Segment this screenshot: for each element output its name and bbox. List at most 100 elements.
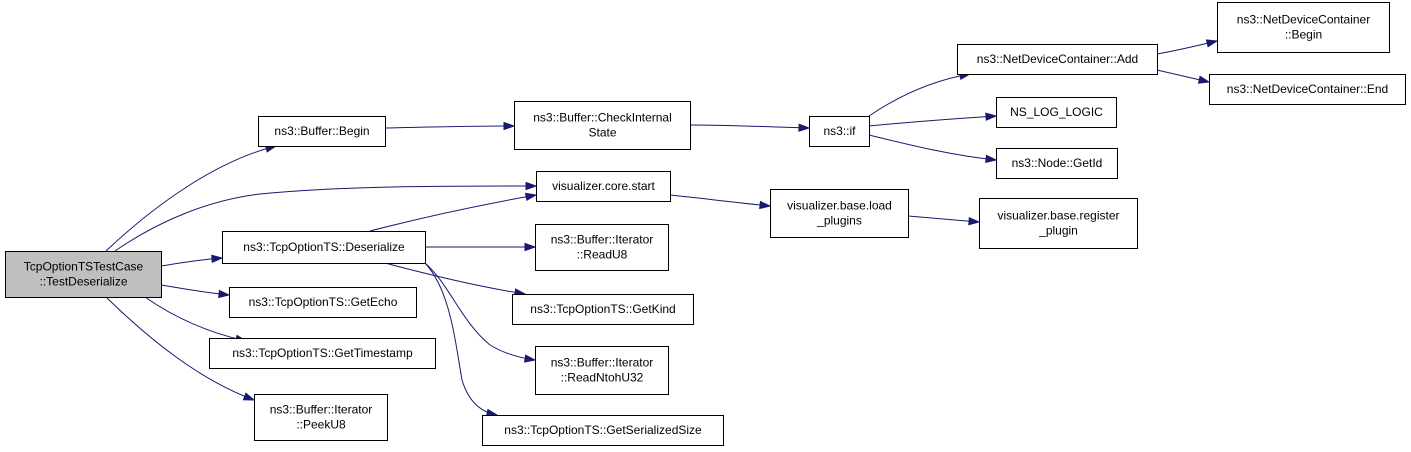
edge-layer [105, 39, 1219, 417]
node-label-line: ns3::Buffer::CheckInternal [533, 111, 672, 125]
edge-root-to-iterator_peeku8 [105, 296, 256, 401]
arrowhead [968, 216, 981, 226]
edge-if-to-ns_log_logic [868, 112, 998, 127]
node-label-line: ns3::if [823, 124, 856, 138]
edge-line [868, 134, 997, 161]
node-label-line: ::ReadU8 [577, 248, 628, 262]
edge-line [105, 145, 277, 252]
edge-line [114, 185, 537, 252]
node-label-line: visualizer.core.start [552, 179, 655, 193]
node-label-line: ns3::TcpOptionTS::GetKind [530, 302, 675, 316]
edge-netdevicecontainer_add-to-netdevicecontainer_begin [1156, 39, 1219, 55]
node-box [979, 198, 1138, 249]
edge-line [868, 115, 997, 127]
edge-line [384, 262, 526, 295]
arrowhead [211, 254, 224, 264]
node-box [809, 116, 870, 147]
node-label-line: ::Begin [1285, 28, 1322, 42]
arrowhead [798, 123, 811, 132]
node-box [514, 101, 691, 150]
edge-line [907, 215, 980, 223]
node-box [1217, 2, 1390, 53]
node-label-line: ns3::Buffer::Iterator [551, 356, 654, 370]
arrowhead [524, 242, 537, 252]
edge-if-to-node_getid [868, 134, 998, 164]
node-label-line: ns3::Node::GetId [1012, 156, 1103, 170]
node-box [209, 338, 436, 369]
node-label-line: ns3::NetDeviceContainer::Add [977, 52, 1138, 66]
node-label-line: TcpOptionTSTestCase [24, 260, 144, 274]
edge-root-to-viz_core_start [114, 181, 538, 252]
node-label-line: _plugins [816, 214, 862, 228]
node-label-line: ns3::NetDeviceContainer::End [1227, 82, 1388, 96]
node-node-getid[interactable]: ns3::Node::GetId [996, 148, 1118, 179]
edge-deserialize-to-iterator_readu8 [425, 242, 537, 252]
node-box [222, 231, 426, 264]
node-viz-base-load-plugins[interactable]: visualizer.base.load_plugins [770, 189, 909, 238]
node-gettimestamp[interactable]: ns3::TcpOptionTS::GetTimestamp [209, 338, 436, 369]
node-label-line: ns3::Buffer::Begin [274, 124, 369, 138]
edge-deserialize-to-getserializedsize [424, 262, 499, 417]
node-if[interactable]: ns3::if [809, 116, 870, 147]
edge-buffer_begin-to-check_internal_state [384, 121, 516, 131]
node-box [1209, 74, 1406, 105]
node-box [535, 346, 669, 395]
node-label-line: ns3::TcpOptionTS::GetEcho [249, 295, 398, 309]
node-label-line: ns3::NetDeviceContainer [1237, 13, 1370, 27]
node-box [254, 394, 388, 441]
node-label-line: ::ReadNtohU32 [561, 371, 644, 385]
node-buffer-begin[interactable]: ns3::Buffer::Begin [258, 116, 386, 147]
node-label-line: NS_LOG_LOGIC [1010, 105, 1103, 119]
node-box [996, 97, 1117, 128]
node-label-line: _plugin [1038, 224, 1078, 238]
node-ns-log-logic[interactable]: NS_LOG_LOGIC [996, 97, 1117, 128]
arrowhead [1197, 75, 1211, 84]
arrowhead [524, 192, 538, 201]
edge-viz_core_start-to-viz_base_load_plugins [669, 194, 772, 210]
edge-line [424, 262, 498, 416]
node-box [770, 189, 909, 238]
node-iterator-readu8[interactable]: ns3::Buffer::Iterator::ReadU8 [535, 224, 669, 271]
node-layer: TcpOptionTSTestCase::TestDeserializens3:… [5, 2, 1406, 446]
node-getkind[interactable]: ns3::TcpOptionTS::GetKind [512, 294, 694, 325]
edge-root-to-deserialize [160, 254, 224, 267]
edge-line [384, 125, 515, 129]
node-label-line: ns3::TcpOptionTS::GetTimestamp [232, 346, 413, 360]
edge-root-to-getecho [160, 284, 231, 299]
node-label-line: ns3::Buffer::Iterator [270, 403, 373, 417]
node-netdevicecontainer-end[interactable]: ns3::NetDeviceContainer::End [1209, 74, 1406, 105]
node-label-line: ns3::Buffer::Iterator [551, 233, 654, 247]
node-getserializedsize[interactable]: ns3::TcpOptionTS::GetSerializedSize [482, 415, 724, 446]
node-viz-core-start[interactable]: visualizer.core.start [536, 171, 671, 202]
node-iterator-peeku8[interactable]: ns3::Buffer::Iterator::PeekU8 [254, 394, 388, 441]
edge-deserialize-to-viz_core_start [369, 192, 538, 232]
arrowhead [242, 392, 256, 401]
node-box [536, 171, 671, 202]
arrowhead [759, 200, 772, 210]
node-box [957, 44, 1158, 75]
node-iterator-readntohu32[interactable]: ns3::Buffer::Iterator::ReadNtohU32 [535, 346, 669, 395]
edge-viz_base_load_plugins-to-viz_base_register_plugin [907, 215, 981, 226]
edge-check_internal_state-to-if [689, 123, 811, 132]
node-netdevicecontainer-add[interactable]: ns3::NetDeviceContainer::Add [957, 44, 1158, 75]
edge-line [424, 262, 536, 361]
node-box [512, 294, 694, 325]
edge-line [868, 73, 971, 117]
node-deserialize[interactable]: ns3::TcpOptionTS::Deserialize [222, 231, 426, 264]
edge-deserialize-to-iterator_readntohu32 [424, 262, 537, 363]
node-box [229, 287, 417, 318]
edge-line [369, 194, 537, 232]
edge-line [669, 194, 771, 207]
node-root[interactable]: TcpOptionTSTestCase::TestDeserialize [5, 251, 162, 298]
node-viz-base-register-plugin[interactable]: visualizer.base.register_plugin [979, 198, 1138, 249]
node-label-line: ::PeekU8 [296, 418, 346, 432]
node-label-line: ns3::TcpOptionTS::Deserialize [243, 240, 405, 254]
node-netdevicecontainer-begin[interactable]: ns3::NetDeviceContainer::Begin [1217, 2, 1390, 53]
edge-netdevicecontainer_add-to-netdevicecontainer_end [1156, 69, 1211, 84]
node-getecho[interactable]: ns3::TcpOptionTS::GetEcho [229, 287, 417, 318]
node-box [258, 116, 386, 147]
node-box [996, 148, 1118, 179]
edge-line [105, 296, 255, 401]
